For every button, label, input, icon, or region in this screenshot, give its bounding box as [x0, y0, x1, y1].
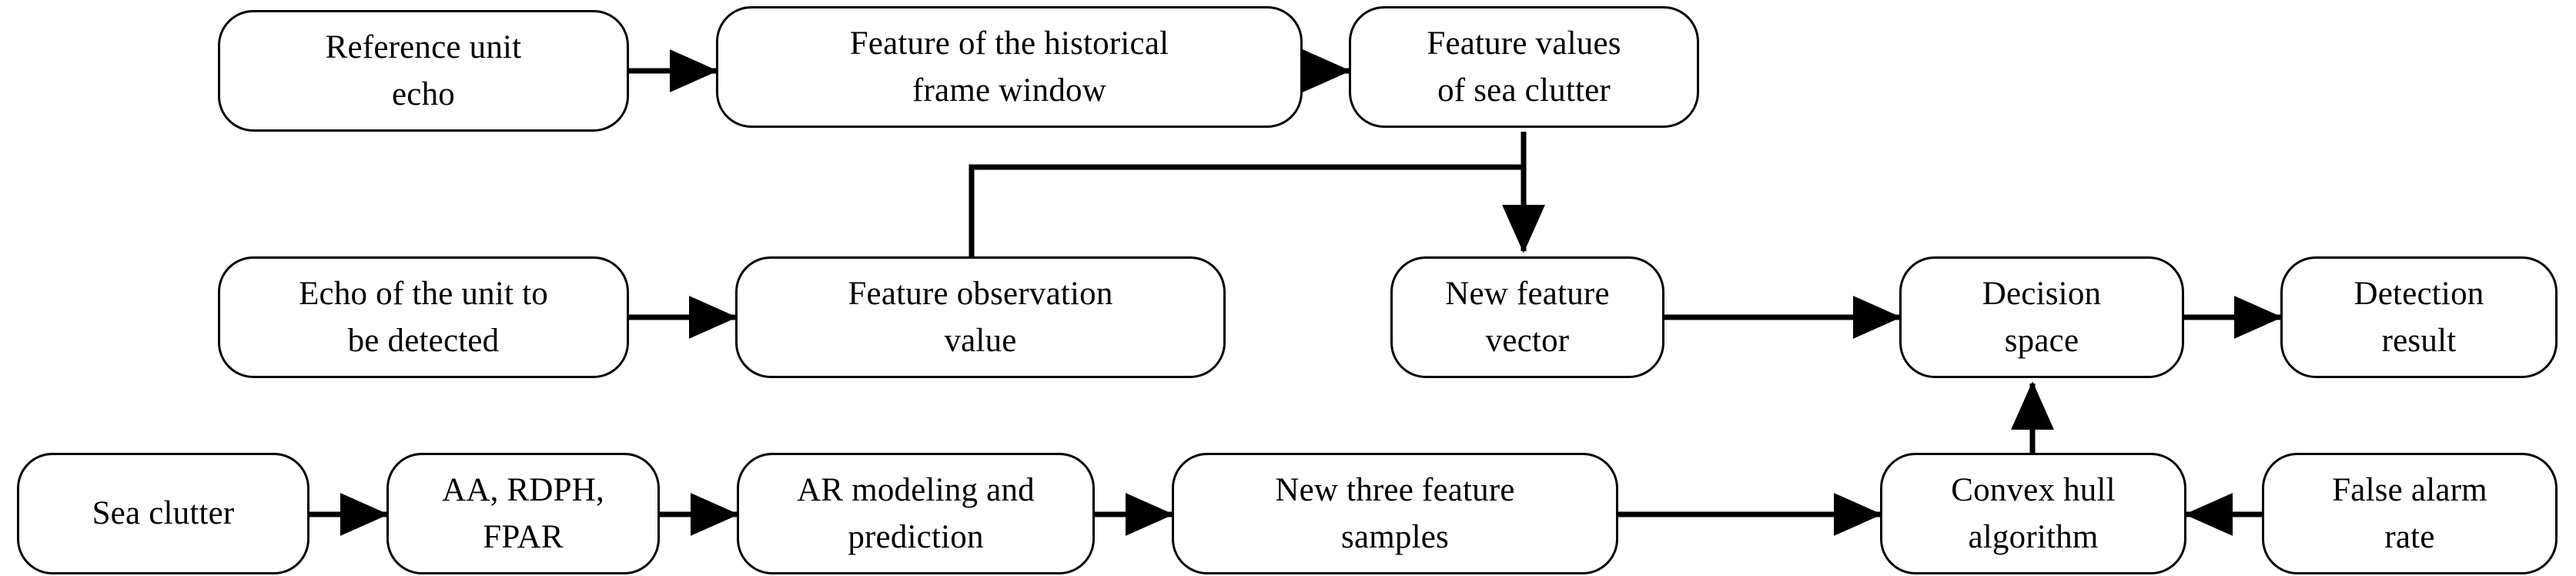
node-new-three-feature-samples[interactable]: New three feature samples	[1172, 453, 1618, 574]
node-label: Feature observation value	[848, 275, 1113, 359]
node-label: AR modeling and prediction	[797, 471, 1035, 555]
node-ar-modeling-prediction[interactable]: AR modeling and prediction	[737, 453, 1095, 574]
node-label: New feature vector	[1445, 275, 1610, 359]
node-label: False alarm rate	[2332, 471, 2487, 555]
node-reference-unit-echo[interactable]: Reference unit echo	[218, 10, 629, 132]
node-label: AA, RDPH, FPAR	[442, 471, 604, 555]
node-convex-hull-algorithm[interactable]: Convex hull algorithm	[1880, 453, 2186, 574]
edge-featurevalues-to-featureobservation	[969, 164, 1524, 256]
node-feature-values-sea-clutter[interactable]: Feature values of sea clutter	[1349, 6, 1699, 128]
node-label: Convex hull algorithm	[1951, 471, 2116, 555]
node-label: Feature values of sea clutter	[1427, 25, 1621, 109]
node-decision-space[interactable]: Decision space	[1899, 256, 2184, 378]
node-label: Echo of the unit to be detected	[299, 275, 548, 359]
node-new-feature-vector[interactable]: New feature vector	[1390, 256, 1664, 378]
node-label: New three feature samples	[1275, 471, 1515, 555]
node-label: Reference unit echo	[325, 28, 522, 112]
node-echo-unit-to-be-detected[interactable]: Echo of the unit to be detected	[218, 256, 629, 378]
node-feature-observation-value[interactable]: Feature observation value	[735, 256, 1226, 378]
node-sea-clutter[interactable]: Sea clutter	[17, 453, 309, 574]
node-label: Feature of the historical frame window	[849, 25, 1169, 109]
node-false-alarm-rate[interactable]: False alarm rate	[2262, 453, 2558, 574]
node-aa-rdph-fpar[interactable]: AA, RDPH, FPAR	[386, 453, 660, 574]
node-feature-historical-frame-window[interactable]: Feature of the historical frame window	[716, 6, 1303, 128]
node-detection-result[interactable]: Detection result	[2280, 256, 2558, 378]
node-label: Decision space	[1982, 275, 2102, 359]
node-label: Detection result	[2354, 275, 2484, 359]
node-label: Sea clutter	[92, 495, 235, 532]
